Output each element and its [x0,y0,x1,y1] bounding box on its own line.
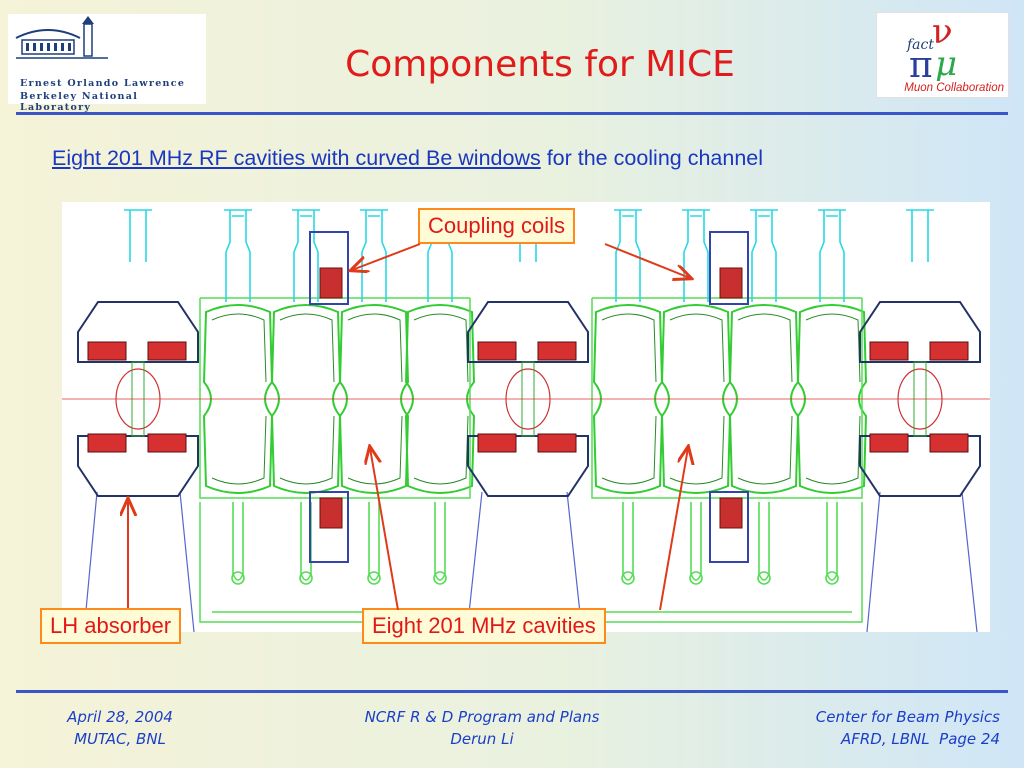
muon-collaboration-logo: fact ν π μ Muon Collaboration [876,12,1009,98]
rf-coupler [360,209,388,302]
cavity-inner-wall [279,313,335,485]
focus-coil-left [87,433,127,453]
lbnl-logo: Ernest Orlando Lawrence Berkeley Nationa… [8,14,206,113]
cavity-inner-wall [601,313,657,485]
cavity-support [232,502,244,581]
rf-cavity-cell [728,304,800,494]
rf-cavity-cell [338,304,410,494]
focus-coil-left [87,341,127,361]
svg-text:π: π [909,45,933,81]
page-number: Page 24 [939,730,1000,748]
cavity-inner-wall [737,313,793,485]
rf-cavity-cell [660,304,732,494]
cavity-inner-wall [211,313,267,485]
absorber-modules [77,209,981,497]
absorber-housing-upper-right [859,301,981,363]
support-ring [621,571,635,585]
logo-caption: Muon Collaboration [904,82,1004,94]
neutrino-factory-muon-icon: fact ν π μ [906,13,957,81]
cooling-channel-svg [62,209,990,633]
absorber-feed-left [124,209,152,262]
footer-left: April 28, 2004 MUTAC, BNL [50,706,190,750]
support-ring [299,571,313,585]
absorber-housing-upper-middle [467,301,589,363]
subtitle-link[interactable]: Eight 201 MHz RF cavities with curved Be… [52,146,541,170]
rf-coupler [224,209,252,302]
cavity-support [622,502,634,581]
cavity-support [368,502,380,581]
rf-couplers [224,209,846,585]
rf-coupler [818,209,846,302]
focus-coil-left [147,433,187,453]
subtitle-rest: for the cooling channel [540,146,764,170]
support-ring [689,571,703,585]
absorber-feed-right [906,209,934,262]
svg-text:ν: ν [932,13,953,52]
focus-coil-right [869,433,909,453]
footer-center: NCRF R & D Program and Plans Derun Li [312,706,652,750]
rf-coupler [750,209,778,302]
coupling-coils [309,231,749,563]
cavity-support [690,502,702,581]
coupling-coils-callout: Coupling coils [418,208,575,244]
header-divider [16,112,1008,115]
slide-subtitle: Eight 201 MHz RF cavities with curved Be… [52,146,763,171]
rf-coupler [426,209,454,302]
page-title: Components for MICE [345,44,735,85]
vacuum-vessel [199,297,863,623]
footer-center-name: Center for Beam Physics [815,708,1000,726]
absorber-housing-upper-left [77,301,199,363]
lbnl-name-line2: Berkeley National Laboratory [20,91,139,113]
cavity-inner-wall [413,313,469,485]
footer-divider [16,690,1008,693]
support-ring [433,571,447,585]
absorber-housing-lower-middle [467,435,589,497]
focus-coil-middle [537,433,577,453]
focus-coil-middle [477,341,517,361]
footer-right: Center for Beam Physics AFRD, LBNL Page … [740,706,1000,750]
cooling-channel-drawing [62,202,990,633]
rf-cavities [202,304,868,494]
focus-coil-left [147,341,187,361]
footer-date: April 28, 2004 [67,708,173,726]
focus-coil-right [929,341,969,361]
absorber-housing-lower-left [77,435,199,497]
footer-author: Derun Li [450,730,514,748]
rf-cavity-cell [202,304,274,494]
support-ring [757,571,771,585]
rf-coupler [614,209,642,302]
focus-coil-right [869,341,909,361]
focus-coil-middle [537,341,577,361]
lbnl-campus-icon [15,16,108,59]
rf-coupler [292,209,320,302]
focus-coil-middle [477,433,517,453]
footer-talk-title: NCRF R & D Program and Plans [364,708,600,726]
cavity-support [434,502,446,581]
support-ring [825,571,839,585]
cavities-callout: Eight 201 MHz cavities [362,608,606,644]
lbnl-name-line1: Ernest Orlando Lawrence [20,78,186,89]
lh-absorber-callout: LH absorber [40,608,182,644]
rf-cavity-cell [796,304,868,494]
absorber-housing-lower-right [859,435,981,497]
focus-coil-right [929,433,969,453]
rf-coupler [682,209,710,302]
cavity-support [758,502,770,581]
cavity-inner-wall [805,313,861,485]
svg-text:fact: fact [906,37,934,53]
svg-text:μ: μ [935,44,957,81]
cavity-support [826,502,838,581]
footer-venue: MUTAC, BNL [74,730,166,748]
support-ring [231,571,245,585]
rf-cavity-cell [404,304,476,494]
footer-org: AFRD, LBNL [840,730,930,748]
support-ring [367,571,381,585]
rf-cavity-cell [270,304,342,494]
